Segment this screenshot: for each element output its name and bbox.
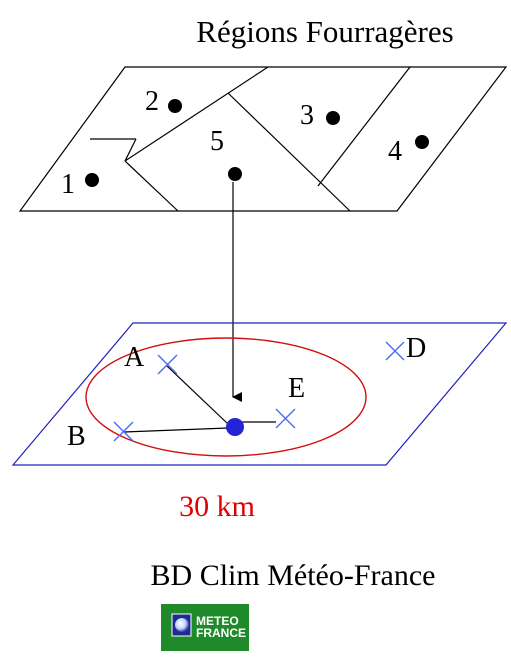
region-dot-1 [85, 173, 99, 187]
region-label-2: 2 [145, 86, 159, 117]
meteo-france-logo: METEO FRANCE [161, 604, 249, 651]
logo-text-line1: METEO [196, 614, 239, 628]
region-dot-3 [326, 111, 340, 125]
region-label-3: 3 [300, 100, 314, 131]
logo-globe-icon [175, 618, 189, 632]
region-markers: 1 2 3 4 5 [61, 86, 429, 200]
region-dot-4 [415, 135, 429, 149]
station-e-cross [275, 408, 296, 429]
station-label-b: B [67, 421, 86, 452]
region-boundary [317, 66, 411, 187]
regions-outline [18, 66, 508, 212]
station-label-e: E [288, 373, 305, 404]
forage-regions-map [18, 66, 508, 212]
radius-label: 30 km [179, 490, 255, 523]
station-map-outline [11, 322, 508, 466]
logo-text-line2: FRANCE [196, 626, 246, 640]
region-dot-2 [168, 99, 182, 113]
station-label-a: A [124, 342, 145, 373]
region-label-5: 5 [210, 126, 224, 157]
region-boundary [124, 160, 179, 212]
top-title: Régions Fourragères [196, 14, 453, 49]
region-label-1: 1 [61, 169, 75, 200]
region-boundary [124, 66, 269, 162]
region-dot-5 [228, 167, 242, 181]
region-boundary [227, 92, 351, 212]
station-label-d: D [406, 333, 426, 364]
station-d-cross [385, 341, 405, 361]
region-boundary [124, 138, 137, 162]
station-a-cross [157, 354, 178, 375]
radius-circle [85, 337, 367, 457]
region-label-4: 4 [388, 136, 402, 167]
link-to-station-a [166, 365, 229, 425]
target-point [226, 418, 244, 436]
station-map: A B D E [11, 322, 508, 466]
bottom-title: BD Clim Météo-France [151, 559, 436, 592]
link-to-station-b [123, 427, 229, 433]
station-b-cross [113, 421, 134, 442]
